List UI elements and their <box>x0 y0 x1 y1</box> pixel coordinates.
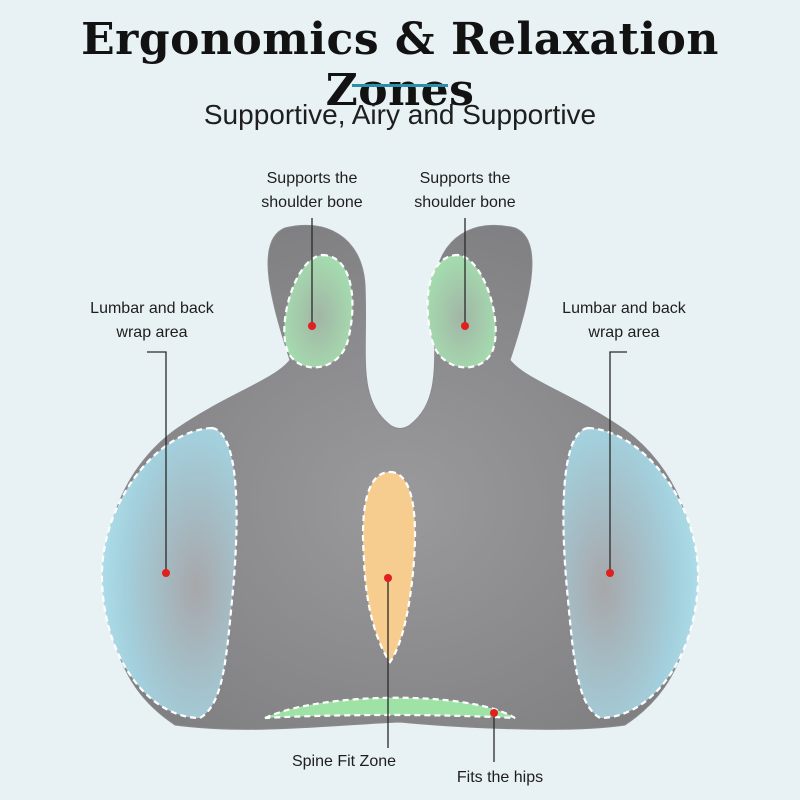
leader-line-lumbar-right <box>609 351 627 573</box>
callout-shoulder-right: Supports the shoulder bone <box>414 170 516 211</box>
hip-zone <box>264 696 516 720</box>
marker-shoulder-right <box>461 322 469 330</box>
marker-hips <box>490 709 498 717</box>
title-divider <box>352 84 448 87</box>
marker-spine <box>384 574 392 582</box>
lumbar-zone-right <box>562 426 700 720</box>
marker-lumbar-right <box>606 569 614 577</box>
spine-zone <box>361 470 417 664</box>
callout-lumbar-left: Lumbar and back wrap area <box>90 300 214 341</box>
shoulder-zone-left <box>283 253 354 369</box>
callout-hips: Fits the hips <box>456 769 544 786</box>
page-subtitle: Supportive, Airy and Supportive <box>203 99 597 130</box>
page-title: Ergonomics & Relaxation Zones <box>81 14 719 116</box>
callout-shoulder-left: Supports the shoulder bone <box>261 170 363 211</box>
shoulder-zone-right <box>426 253 497 369</box>
callout-lumbar-right: Lumbar and back wrap area <box>562 300 686 341</box>
marker-shoulder-left <box>308 322 316 330</box>
leader-line-lumbar-left <box>147 351 167 573</box>
callout-spine: Spine Fit Zone <box>291 753 397 770</box>
marker-lumbar-left <box>162 569 170 577</box>
